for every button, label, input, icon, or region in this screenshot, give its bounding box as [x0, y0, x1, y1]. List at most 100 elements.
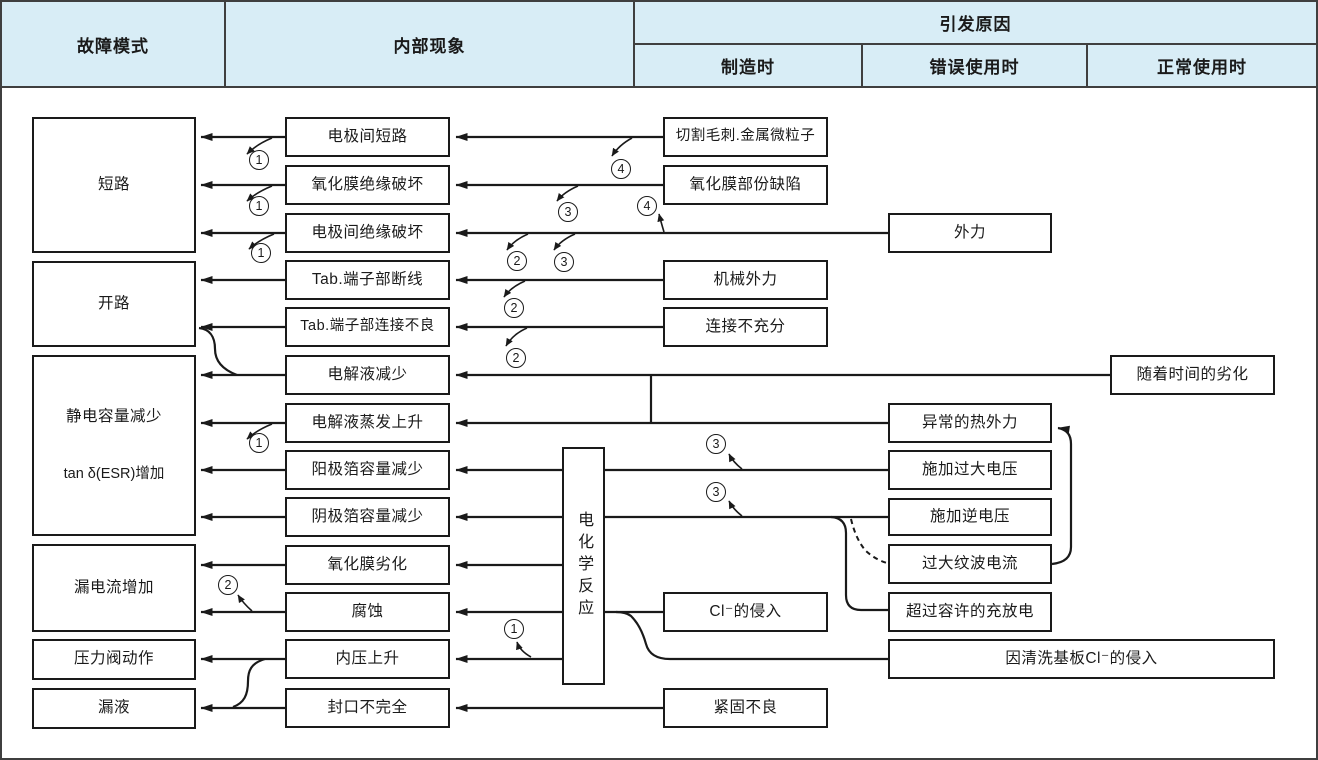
phenomenon-box: 电解液减少: [285, 355, 450, 395]
header-cell-failure-mode: 故障模式: [2, 2, 226, 88]
cause-label: 超过容许的充放电: [905, 602, 1034, 620]
mark-circle-3: 3: [706, 482, 726, 502]
cause-box-misuse: 施加过大电压: [888, 450, 1052, 490]
failure-box-pressure-valve: 压力阀动作: [32, 639, 196, 680]
phenomenon-label: 腐蚀: [351, 602, 384, 620]
mark-circle-4: 4: [611, 159, 631, 179]
mark-digit: 3: [564, 205, 572, 219]
phenomenon-box: 电解液蒸发上升: [285, 403, 450, 443]
reaction-label: 电化学反应: [575, 511, 593, 621]
header-cell-normal-use: 正常使用时: [1088, 45, 1316, 88]
cause-box-misuse: 异常的热外力: [888, 403, 1052, 443]
mark-circle-1: 1: [249, 150, 269, 170]
failure-label: 开路: [97, 294, 130, 312]
mark-circle-2: 2: [507, 251, 527, 271]
mark-digit: 2: [224, 578, 232, 592]
failure-label: 短路: [97, 175, 130, 193]
mark-digit: 2: [510, 301, 518, 315]
cause-box-manufacturing: 氧化膜部份缺陷: [663, 165, 828, 205]
mark-digit: 2: [513, 254, 521, 268]
failure-box-liquid-leak: 漏液: [32, 688, 196, 729]
mark-circle-2: 2: [504, 298, 524, 318]
phenomenon-label: 氧化膜绝缘破坏: [311, 175, 424, 193]
phenomenon-box: 阴极箔容量减少: [285, 497, 450, 537]
mark-circle-3: 3: [554, 252, 574, 272]
mark-digit: 1: [510, 622, 518, 636]
phenomenon-box: 腐蚀: [285, 592, 450, 632]
mark-circle-3: 3: [558, 202, 578, 222]
mark-circle-1: 1: [251, 243, 271, 263]
mark-circle-1: 1: [504, 619, 524, 639]
phenomenon-label: 电解液蒸发上升: [311, 413, 424, 431]
mark-digit: 1: [257, 246, 265, 260]
mark-circle-1: 1: [249, 196, 269, 216]
reaction-junction-box: 电化学反应: [562, 447, 605, 685]
failure-label-esr: tan δ(ESR)增加: [63, 466, 165, 483]
phenomenon-box: 电极间短路: [285, 117, 450, 157]
mark-digit: 4: [617, 162, 625, 176]
header-cell-internal-phenomenon: 内部现象: [226, 2, 635, 88]
cause-label: 机械外力: [713, 270, 778, 288]
cause-label: 异常的热外力: [921, 413, 1018, 431]
phenomenon-label: 电极间绝缘破坏: [311, 223, 424, 241]
mark-digit: 1: [255, 199, 263, 213]
phenomenon-box: 氧化膜绝缘破坏: [285, 165, 450, 205]
cause-label: 切割毛刺.金属微粒子: [675, 128, 816, 145]
mark-digit: 3: [712, 437, 720, 451]
mark-circle-4: 4: [637, 196, 657, 216]
phenomenon-box: 氧化膜劣化: [285, 545, 450, 585]
header-label-failure-mode: 故障模式: [77, 36, 149, 56]
cause-box-manufacturing: 切割毛刺.金属微粒子: [663, 117, 828, 157]
header-cell-misuse: 错误使用时: [863, 45, 1088, 88]
mark-digit: 1: [255, 153, 263, 167]
mark-digit: 2: [512, 351, 520, 365]
failure-box-open-circuit: 开路: [32, 261, 196, 347]
mark-circle-2: 2: [218, 575, 238, 595]
cause-box-misuse-wide: 因清洗基板Cl⁻的侵入: [888, 639, 1275, 679]
cause-label: 随着时间的劣化: [1136, 365, 1249, 383]
phenomenon-box: 阳极箔容量减少: [285, 450, 450, 490]
phenomenon-box: Tab.端子部断线: [285, 260, 450, 300]
mark-digit: 4: [643, 199, 651, 213]
phenomenon-label: 内压上升: [335, 649, 400, 667]
header-label-internal-phenomenon: 内部现象: [393, 36, 466, 56]
failure-box-capacitance-decrease: 静电容量减少 tan δ(ESR)增加: [32, 355, 196, 536]
cause-label: 因清洗基板Cl⁻的侵入: [1005, 649, 1158, 667]
phenomenon-box: Tab.端子部连接不良: [285, 307, 450, 347]
header-label-cause: 引发原因: [939, 15, 1012, 34]
header-label-manufacturing: 制造时: [721, 58, 775, 77]
cause-label: 施加过大电压: [921, 460, 1018, 478]
mark-circle-1: 1: [249, 433, 269, 453]
cause-box-manufacturing: Cl⁻的侵入: [663, 592, 828, 632]
failure-label: 压力阀动作: [73, 650, 154, 668]
phenomenon-label: Tab.端子部连接不良: [300, 318, 435, 335]
mark-circle-3: 3: [706, 434, 726, 454]
header-cell-cause: 引发原因: [635, 2, 1316, 45]
phenomenon-label: 封口不完全: [327, 698, 408, 716]
cause-label: 施加逆电压: [929, 507, 1010, 525]
phenomenon-box: 电极间绝缘破坏: [285, 213, 450, 253]
phenomenon-label: 电解液减少: [327, 365, 408, 383]
phenomenon-box: 内压上升: [285, 639, 450, 679]
failure-label: 漏液: [97, 699, 130, 717]
header-label-normal-use: 正常使用时: [1157, 58, 1247, 77]
cause-label: 紧固不良: [713, 698, 778, 716]
phenomenon-label: 阳极箔容量减少: [311, 460, 424, 478]
cause-box-misuse: 超过容许的充放电: [888, 592, 1052, 632]
cause-box-normal-use: 随着时间的劣化: [1110, 355, 1275, 395]
cause-box-misuse: 过大纹波电流: [888, 544, 1052, 584]
phenomenon-label: 阴极箔容量减少: [311, 507, 424, 525]
cause-box-manufacturing: 连接不充分: [663, 307, 828, 347]
mark-digit: 1: [255, 436, 263, 450]
failure-label: 静电容量减少: [65, 407, 162, 425]
phenomenon-label: Tab.端子部断线: [311, 270, 424, 288]
cause-label: 连接不充分: [705, 317, 786, 335]
cause-box-manufacturing: 紧固不良: [663, 688, 828, 728]
failure-box-leakage-current: 漏电流增加: [32, 544, 196, 632]
failure-box-short-circuit: 短路: [32, 117, 196, 253]
cause-label: 过大纹波电流: [921, 554, 1018, 572]
header-label-misuse: 错误使用时: [929, 58, 1020, 77]
cause-box-misuse: 施加逆电压: [888, 498, 1052, 536]
cause-label: 氧化膜部份缺陷: [689, 175, 802, 193]
